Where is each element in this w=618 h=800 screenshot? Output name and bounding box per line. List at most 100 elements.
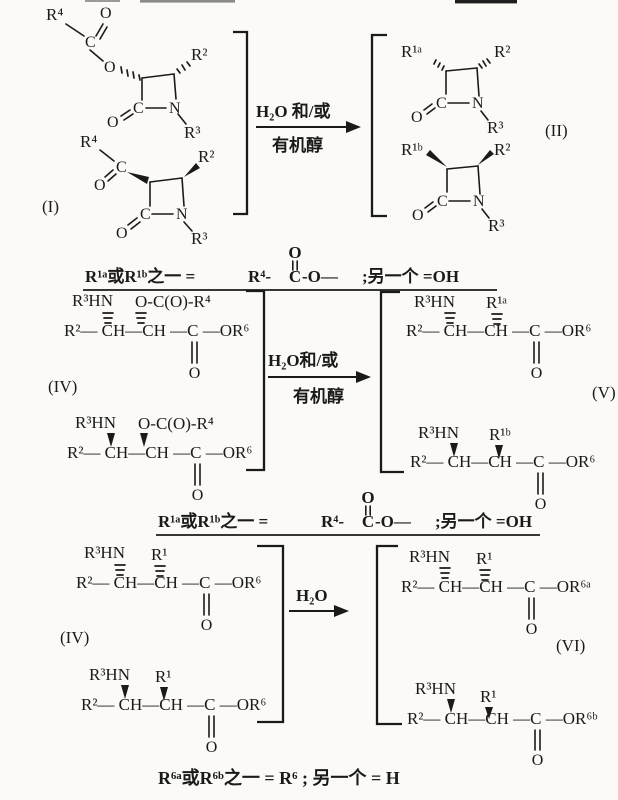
- atom-N: N: [473, 193, 485, 210]
- stereo-hash-bond: [126, 69, 129, 77]
- group-label-R1: R¹: [480, 687, 496, 706]
- chain-formula: R²— CH—CH —C —OR⁶ᵇ: [407, 709, 598, 728]
- stereo-wedge-bond: [478, 150, 494, 165]
- atom-O: O: [412, 207, 424, 224]
- double-bond: [95, 23, 104, 37]
- group-label-R1b: R¹ᵇ: [401, 140, 423, 159]
- atom-C: C: [437, 193, 448, 210]
- stereo-wedge-bond: [426, 150, 447, 167]
- arrow-condition-above: H₂O: [296, 586, 328, 605]
- atom-O: O: [189, 365, 201, 382]
- stereo-hash-bond: [181, 64, 186, 71]
- ring-bond: [149, 177, 183, 183]
- stereo-hash-bond: [433, 59, 437, 65]
- bond: [89, 49, 104, 62]
- group-label-R3: R³: [487, 118, 503, 137]
- structure-IV-bottom-2: R³HN R¹ R²— CH—CH —C —OR⁶ O: [81, 665, 266, 756]
- chain-formula: R²— CH—CH —C —OR⁶: [406, 321, 591, 340]
- group-label-R3HN: R³HN: [75, 413, 116, 432]
- condition-carbon: C: [362, 512, 374, 531]
- bond: [480, 110, 489, 121]
- carbonyl-oxygen: O: [288, 243, 301, 262]
- structure-V-top: R³HN R¹ᵃ R²— CH—CH —C —OR⁶ O: [406, 292, 591, 382]
- structure-I-bottom: R⁴ C O C N O R³ R²: [80, 132, 214, 248]
- condition-prefix: R¹ᵃ或R¹ᵇ之一 =: [85, 266, 195, 286]
- atom-O: O: [94, 177, 106, 194]
- atom-C: C: [140, 206, 151, 223]
- condition-acyl: R⁴-: [321, 512, 344, 531]
- stereo-hash-bond: [186, 61, 191, 67]
- footnote-definition: R⁶ᵃ或R⁶ᵇ之一 = R⁶ ; 另一个 = H: [158, 767, 400, 788]
- bond: [65, 23, 85, 37]
- double-bond: [127, 217, 138, 226]
- compound-label-I: (I): [42, 197, 59, 216]
- chain-formula: R²— CH—CH —C —OR⁶: [67, 443, 252, 462]
- bracket-right: [233, 30, 249, 216]
- condition-prefix: R¹ᵃ或R¹ᵇ之一 =: [158, 511, 268, 531]
- condition-line-2: O R¹ᵃ或R¹ᵇ之一 = R⁴- C -O— ;另一个 =OH: [156, 488, 540, 536]
- double-bond: [107, 173, 117, 182]
- double-bond: [104, 169, 114, 178]
- bond: [183, 221, 193, 232]
- double-bond: [424, 201, 434, 209]
- stereo-wedge-bond: [160, 687, 168, 701]
- bond: [481, 208, 490, 219]
- scan-artifact: [455, 0, 517, 4]
- group-label-acyloxy: O-C(O)-R⁴: [138, 414, 214, 433]
- condition-line-1: O R¹ᵃ或R¹ᵇ之一 = R⁴- C -O— ;另一个 =OH: [83, 243, 497, 291]
- bond: [99, 149, 115, 162]
- structure-V-bottom: R³HN R¹ᵇ R²— CH—CH —C —OR⁶ O: [410, 423, 595, 513]
- group-label-R3HN: R³HN: [89, 665, 130, 684]
- chain-formula: R²— CH—CH —C —OR⁶ᵃ: [401, 577, 591, 596]
- stereo-hash-bond: [138, 74, 141, 81]
- compound-label-V: (V): [592, 383, 616, 402]
- chain-formula: R²— CH—CH —C —OR⁶: [81, 695, 266, 714]
- scheme-3: R³HN R¹ R²— CH—CH —C —OR⁶ O (IV) R³HN R¹…: [60, 543, 598, 769]
- stereo-hash-bond: [441, 65, 445, 71]
- group-label-acyloxy: O-C(O)-R⁴: [135, 292, 211, 311]
- atom-N: N: [176, 206, 188, 223]
- compound-label-IV: (IV): [60, 628, 89, 647]
- bracket-left: [375, 544, 402, 726]
- structure-VI-top: R³HN R¹ R²— CH—CH —C —OR⁶ᵃ O: [401, 547, 591, 638]
- arrow-head: [346, 121, 361, 133]
- stereo-wedge-bond: [140, 433, 148, 447]
- group-label-R3HN: R³HN: [414, 292, 455, 311]
- bracket-left: [370, 33, 387, 218]
- carbonyl-oxygen: O: [361, 488, 374, 507]
- group-label-R3HN: R³HN: [415, 679, 456, 698]
- ring-bond: [181, 177, 185, 207]
- stereo-wedge-bond: [447, 699, 455, 713]
- group-label-R1a: R¹ᵃ: [401, 42, 422, 61]
- chain-formula: R²— CH—CH —C —OR⁶: [76, 573, 261, 592]
- double-bond: [130, 221, 141, 230]
- condition-acyl: R⁴-: [248, 267, 271, 286]
- atom-O: O: [100, 5, 112, 22]
- group-label-R1a: R¹ᵃ: [486, 293, 507, 312]
- atom-O: O: [192, 487, 204, 504]
- atom-N: N: [169, 100, 181, 117]
- group-label-R3HN: R³HN: [418, 423, 459, 442]
- condition-ester: -O—: [302, 267, 339, 286]
- group-label-R3: R³: [184, 123, 200, 142]
- ring-bond: [446, 165, 479, 170]
- atom-O: O: [201, 617, 213, 634]
- structure-I-top: R⁴ C O O C N O R³ R²: [46, 5, 207, 142]
- compound-label-VI: (VI): [556, 636, 585, 655]
- structure-IV-top-2: R³HN R¹ R²— CH—CH —C —OR⁶ O: [76, 543, 261, 634]
- atom-C: C: [85, 34, 96, 51]
- ring-bond: [141, 73, 175, 79]
- ring-bond: [173, 73, 177, 100]
- chain-formula: R²— CH—CH —C —OR⁶: [64, 321, 249, 340]
- double-bond: [423, 103, 433, 111]
- condition-carbon: C: [289, 267, 301, 286]
- condition-ester: -O—: [375, 512, 412, 531]
- scheme-1: R⁴ C O O C N O R³ R²: [42, 5, 568, 248]
- stereo-wedge-bond: [450, 443, 458, 457]
- stereo-hash-bond: [482, 60, 487, 67]
- group-label-R2: R²: [494, 42, 510, 61]
- group-label-R4: R⁴: [46, 5, 63, 24]
- ring-bond: [477, 165, 481, 195]
